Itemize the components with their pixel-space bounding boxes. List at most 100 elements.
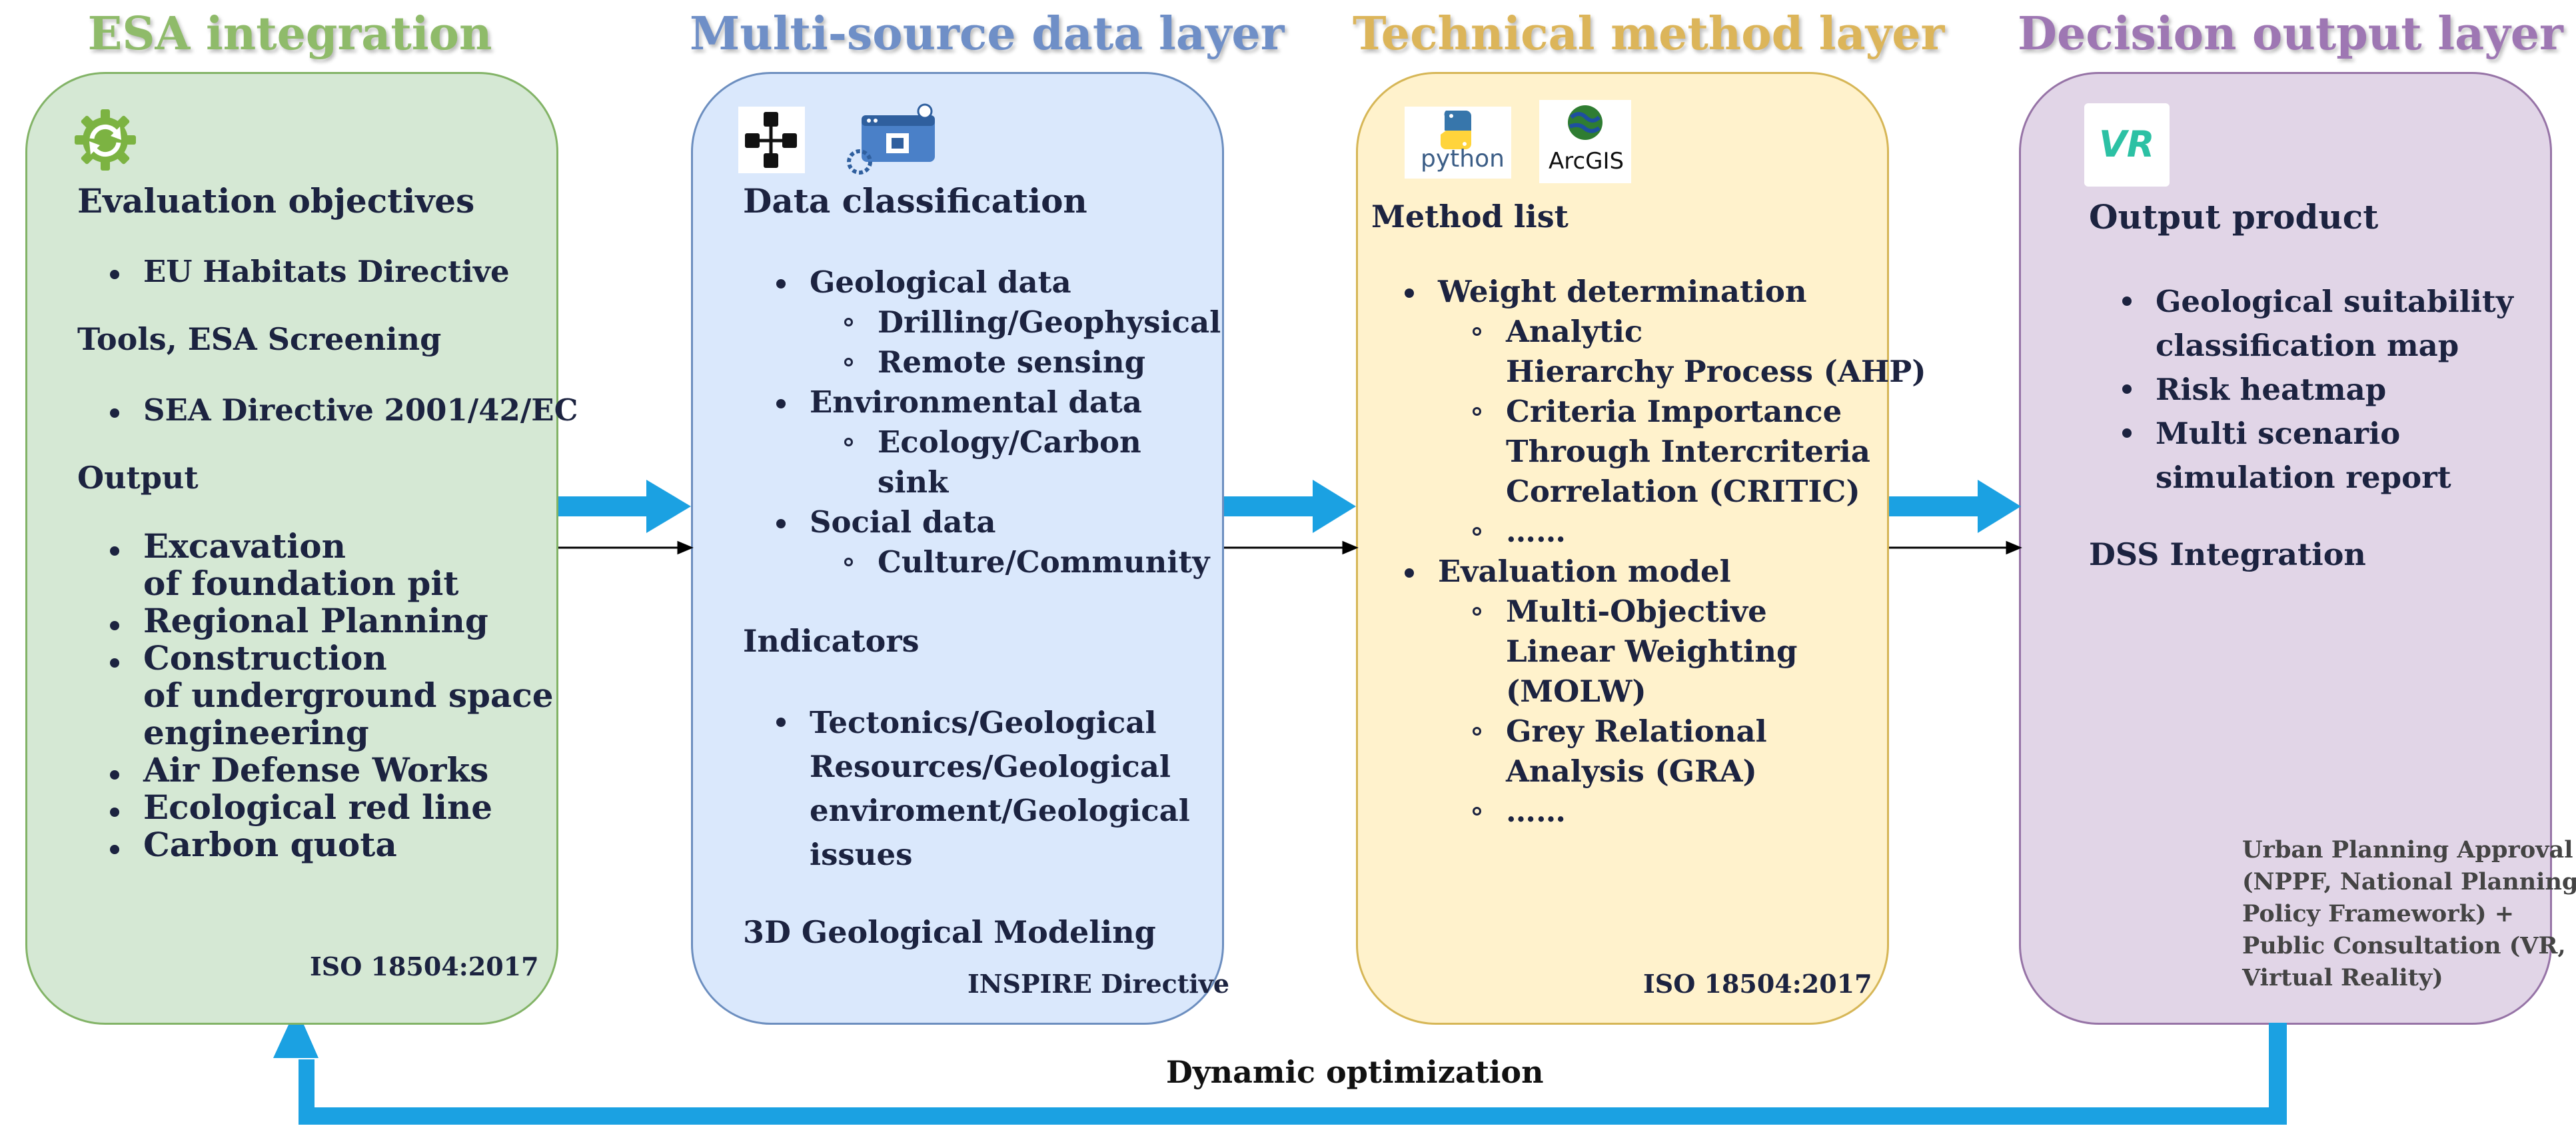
output-item-line: Ecological red line [143, 788, 493, 827]
indicators-line-3: enviroment/Geological [810, 793, 1190, 828]
thick-arrow-2 [1224, 480, 1356, 533]
arcgis-logo-icon: ArcGIS [1539, 100, 1631, 183]
method-heading: Method list [1371, 199, 1569, 235]
product-item: Risk heatmap [2122, 368, 2513, 412]
data-subcategory-line: Remote sensing [878, 344, 1146, 380]
product-item-line: Geological suitability [2156, 284, 2513, 319]
output-item-line: of underground space [143, 676, 554, 715]
output-item: Air Defense Works [110, 750, 554, 790]
esa-tools-list: SEA Directive 2001/42/EC [109, 392, 578, 429]
feedback-label: Dynamic optimization [1166, 1054, 1544, 1090]
data-subcategory-list: Ecology/Carbon sink [844, 422, 1221, 502]
method-layer-title: Technical method layer [1353, 7, 1945, 61]
data-category-name: Environmental data [810, 384, 1142, 420]
method-sub-item: …… [1473, 512, 1926, 552]
method-sub-line: …… [1506, 794, 1566, 829]
method-sub-line: Analysis (GRA) [1506, 754, 1757, 789]
method-sub-line: Hierarchy Process (AHP) [1506, 354, 1926, 389]
output-item-line: Air Defense Works [143, 750, 489, 790]
decision-dss: DSS Integration [2089, 536, 2366, 572]
python-logo-text: python [1421, 145, 1505, 173]
refresh-gear-icon [75, 109, 136, 171]
data-subcategory-line: sink [878, 464, 949, 500]
method-sub-line: Linear Weighting [1506, 634, 1798, 669]
data-category-name: Social data [810, 504, 996, 540]
data-panel [691, 72, 1224, 1025]
data-heading: Data classification [743, 181, 1087, 221]
output-item-line: of foundation pit [143, 564, 459, 603]
method-sub-line: Grey Relational [1506, 714, 1767, 749]
feedback-loop-arrow [273, 1023, 2287, 1125]
decision-note-line: (NPPF, National Planning [2242, 868, 2576, 895]
data-indicators-heading: Indicators [743, 623, 920, 659]
esa-heading-output: Output [77, 460, 199, 496]
data-subcategory-line: Drilling/Geophysical [878, 304, 1221, 340]
tool-item: SEA Directive 2001/42/EC [109, 392, 578, 428]
indicators-line-2: Resources/Geological [810, 749, 1171, 784]
data-subcategory-line: Ecology/Carbon [878, 424, 1141, 460]
method-sub-line: …… [1506, 514, 1566, 549]
decision-layer-title: Decision output layer [2018, 7, 2563, 61]
method-panel [1356, 72, 1889, 1025]
esa-heading-tools: Tools, ESA Screening [77, 321, 442, 357]
data-indicators-list: Tectonics/Geological Resources/Geologica… [776, 701, 1190, 877]
output-item-line: Regional Planning [143, 601, 488, 640]
method-sub-line: Through Intercriteria [1506, 434, 1870, 469]
output-item-line: Construction [143, 638, 387, 678]
method-sub-line: Analytic [1506, 314, 1643, 349]
output-item-line: Excavation [143, 526, 346, 566]
esa-heading-objectives: Evaluation objectives [77, 181, 475, 221]
product-item-line: Risk heatmap [2156, 372, 2387, 407]
esa-footer: ISO 18504:2017 [310, 951, 539, 981]
output-item-line: Carbon quota [143, 825, 397, 864]
data-subcategory-line: Culture/Community [878, 544, 1210, 580]
decision-note-line: Public Consultation (VR, [2242, 932, 2566, 959]
vr-logo-icon: VR [2084, 103, 2170, 187]
data-layer-title: Multi-source data layer [690, 7, 1285, 61]
output-item: Regional Planning [110, 601, 554, 640]
indicators-line-4: issues [810, 837, 913, 872]
method-sub-line: Multi-Objective [1506, 594, 1767, 629]
method-group-name: Evaluation model [1438, 554, 1731, 589]
arcgis-logo-text: ArcGIS [1549, 148, 1624, 175]
data-subcategory-item: Remote sensing [844, 342, 1221, 382]
decision-note: Urban Planning Approval (NPPF, National P… [2242, 834, 2576, 994]
data-subcategory-item: Culture/Community [844, 542, 1221, 582]
indicators-item: Tectonics/Geological Resources/Geologica… [776, 701, 1190, 877]
data-subcategory-item: Ecology/Carbon sink [844, 422, 1221, 502]
output-item-line: engineering [143, 713, 369, 752]
decision-heading: Output product [2089, 197, 2379, 237]
thick-arrow-1 [558, 480, 691, 533]
esa-objectives-list: EU Habitats Directive [110, 253, 510, 290]
method-sub-line: Criteria Importance [1506, 394, 1842, 429]
decision-note-line: Urban Planning Approval [2242, 836, 2573, 863]
thick-arrow-3 [1889, 480, 2021, 533]
vr-logo-text: VR [2099, 123, 2155, 165]
product-item-line: simulation report [2156, 460, 2451, 495]
data-subcategory-item: Drilling/Geophysical [844, 302, 1221, 342]
esa-layer-title: ESA integration [87, 7, 492, 61]
method-group-name: Weight determination [1438, 274, 1807, 309]
output-item: Carbon quota [110, 825, 554, 864]
indicators-line-1: Tectonics/Geological [810, 705, 1157, 740]
data-footer: INSPIRE Directive [967, 969, 1230, 999]
